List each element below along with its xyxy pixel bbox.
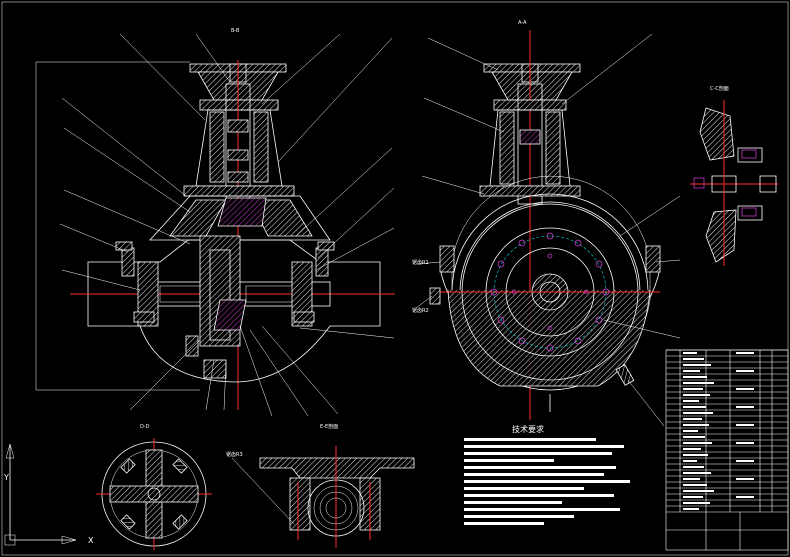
parts-row-material [736, 442, 754, 444]
detail-view-ee: E-E剖面 锯齿R3 [226, 423, 415, 548]
parts-row-text [683, 502, 710, 504]
parts-row-text [683, 430, 698, 432]
detail-view-cc: C-C剖面 [690, 85, 778, 266]
parts-row-text [683, 436, 705, 438]
parts-row-text [683, 472, 711, 474]
parts-row-text [683, 388, 703, 390]
parts-row-text [683, 454, 708, 456]
tech-requirements: 技术要求 [464, 424, 630, 525]
parts-list-table [665, 349, 789, 551]
parts-row-material [736, 352, 754, 354]
parts-row-material [736, 460, 754, 462]
parts-row-text [683, 400, 699, 402]
main-section-title: B-B [231, 28, 240, 34]
parts-row-material [736, 388, 754, 390]
parts-row-text [683, 370, 700, 372]
parts-row-text [683, 496, 703, 498]
detail-view-dd: D-D [96, 424, 212, 550]
detail-ee-side-label: 锯齿R3 [226, 451, 243, 458]
parts-row-text [683, 382, 714, 384]
axis-x-label: X [88, 536, 94, 545]
parts-row-text [683, 490, 714, 492]
parts-row-text [683, 406, 706, 408]
parts-row-text [683, 418, 702, 420]
parts-row-text [683, 394, 710, 396]
tech-title: 技术要求 [512, 424, 544, 434]
axis-y-label: Y [3, 473, 9, 482]
parts-row-material [736, 406, 754, 408]
side-view: A-A 锯齿R1 锯齿R2 [412, 20, 681, 427]
parts-row-text [683, 376, 707, 378]
parts-row-text [683, 364, 711, 366]
side-label-1: 锯齿R1 [412, 259, 429, 266]
detail-cc-title: C-C剖面 [710, 85, 729, 92]
parts-row-text [683, 352, 697, 354]
side-label-2: 锯齿R2 [412, 307, 429, 314]
parts-row-text [683, 358, 704, 360]
ucs-axis-icon: Y X [3, 443, 94, 546]
parts-row-text [683, 424, 709, 426]
parts-row-text [683, 466, 704, 468]
detail-dd-title: D-D [140, 424, 150, 430]
parts-row-text [683, 442, 712, 444]
side-section-title: A-A [518, 20, 527, 26]
parts-row-text [683, 448, 701, 450]
main-section-view: B-B [35, 28, 395, 417]
parts-row-text [683, 412, 713, 414]
detail-ee-title: E-E剖面 [320, 423, 338, 430]
parts-row-text [683, 484, 707, 486]
parts-row-material [736, 478, 754, 480]
parts-row-material [736, 496, 754, 498]
parts-row-material [736, 424, 754, 426]
parts-row-text [683, 508, 699, 510]
parts-row-text [683, 478, 700, 480]
parts-row-text [683, 460, 697, 462]
parts-row-material [736, 370, 754, 372]
